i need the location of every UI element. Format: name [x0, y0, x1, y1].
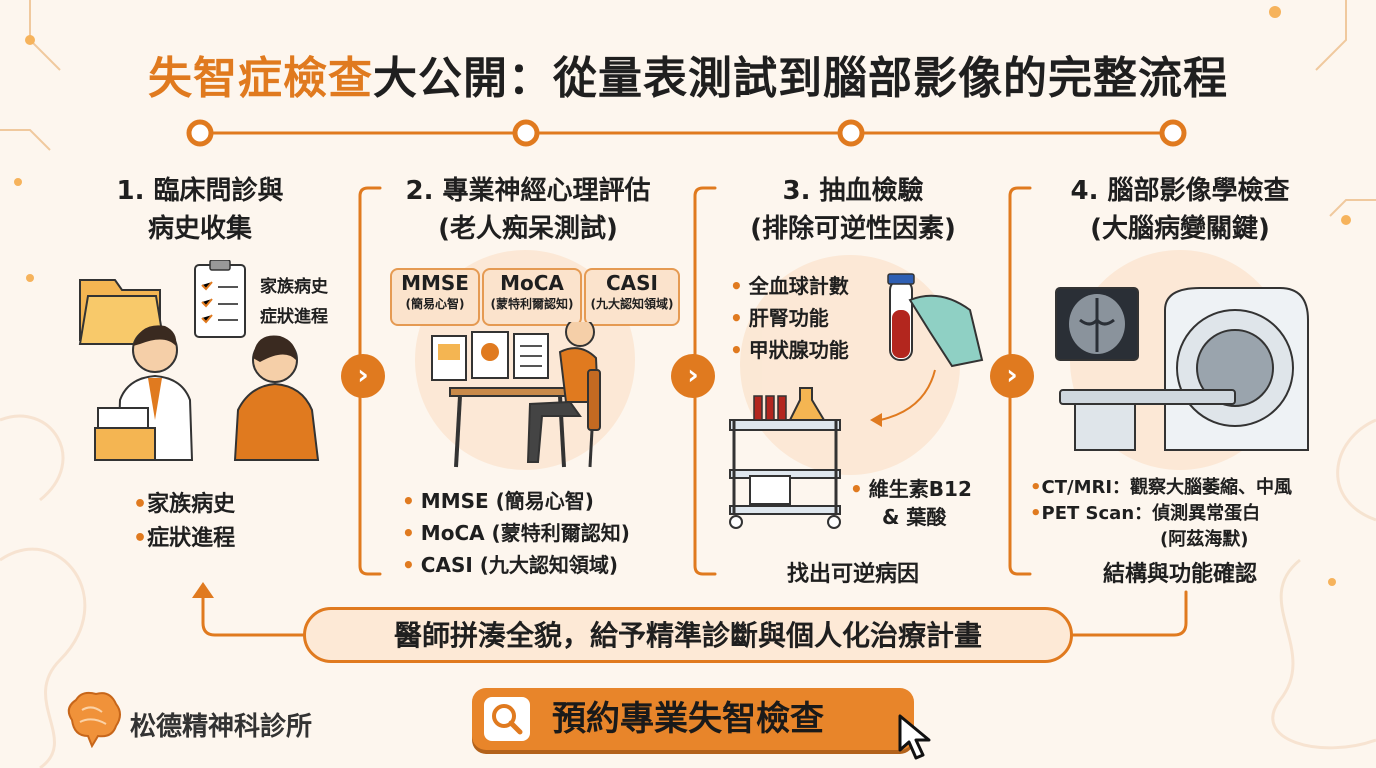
- step3-vitamin: •維生素B12 & 葉酸: [850, 477, 972, 529]
- step1-bullets: •家族病史 •症狀進程: [133, 492, 236, 551]
- blood-test-illustration: [729, 273, 984, 529]
- step3-title: 3. 抽血檢驗(排除可逆性因素): [750, 176, 956, 244]
- brain-logo: [67, 691, 121, 748]
- step4-summary: 結構與功能確認: [1102, 562, 1257, 587]
- step1-note: 家族病史症狀進程: [260, 277, 328, 327]
- doctor-consultation-illustration: [78, 260, 320, 461]
- tag-mmse: MMSE(簡易心智): [390, 268, 480, 326]
- conclusion-banner: 醫師拼湊全貌，給予精準診斷與個人化治療計畫: [303, 607, 1073, 663]
- book-exam-label: 預約專業失智檢查: [552, 699, 824, 739]
- step4-bullets: •CT/MRI：觀察大腦萎縮、中風 •PET Scan：偵測異常蛋白 (阿茲海默…: [1030, 477, 1293, 550]
- next-arrow-3: ›: [990, 354, 1034, 398]
- page-title: 失智症檢查大公開：從量表測試到腦部影像的完整流程: [148, 53, 1228, 104]
- step2-title: 2. 專業神經心理評估(老人痴呆測試): [405, 176, 651, 244]
- step1-title: 1. 臨床問診與病史收集: [116, 176, 284, 244]
- step3-bullets: •全血球計數 •肝腎功能 •甲狀腺功能: [730, 274, 849, 362]
- cursor-pointer-icon: [898, 714, 931, 760]
- search-icon: [484, 697, 530, 741]
- book-exam-button[interactable]: 預約專業失智檢查: [472, 688, 914, 750]
- next-arrow-2: ›: [671, 354, 715, 398]
- next-arrow-1: ›: [341, 354, 385, 398]
- mri-scanner-illustration: [1055, 287, 1309, 451]
- tag-moca: MoCA(蒙特利爾認知): [482, 268, 582, 326]
- clinic-name: 松德精神科診所: [130, 712, 313, 742]
- step4-title: 4. 腦部影像學檢查(大腦病變關鍵): [1070, 176, 1290, 244]
- step3-summary: 找出可逆病因: [786, 562, 919, 587]
- cognitive-test-illustration: [431, 322, 601, 468]
- tag-casi: CASI(九大認知領域): [584, 268, 680, 326]
- step2-bullets: •MMSE (簡易心智) •MoCA (蒙特利爾認知) •CASI (九大認知領…: [402, 489, 630, 577]
